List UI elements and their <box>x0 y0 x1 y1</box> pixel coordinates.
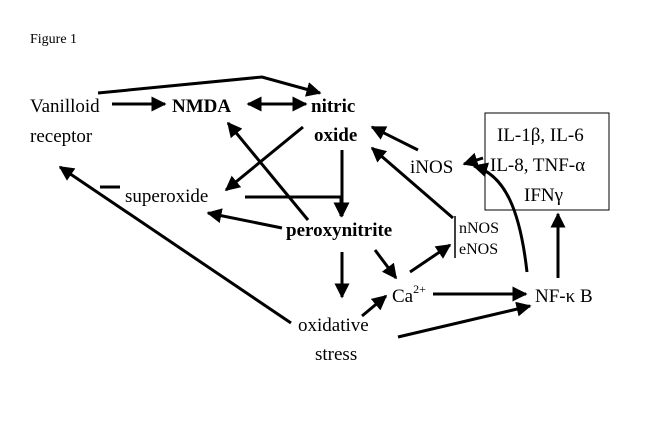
calcium-superscript: 2+ <box>413 282 426 296</box>
node-vanilloid-line2: receptor <box>30 126 93 147</box>
edge-cytokines-to-inos <box>462 152 484 168</box>
node-nmda: NMDA <box>172 96 231 117</box>
cytokine-box <box>484 112 610 211</box>
node-superoxide: superoxide <box>125 186 208 207</box>
edge-peroxynitrite-to-superoxide <box>206 208 283 230</box>
node-cytokine-line3: IFNγ <box>524 185 563 206</box>
edge-oxidative-stress-to-calcium <box>361 294 388 318</box>
calcium-base: Ca <box>392 286 414 307</box>
node-nfkb: NF-κ B <box>535 286 593 307</box>
edge-peroxynitrite-to-calcium <box>373 249 398 280</box>
node-oxidative-line2: stress <box>315 344 357 365</box>
edge-calcium-to-nnos-enos <box>409 243 452 274</box>
node-nitric-line1: nitric <box>311 96 355 117</box>
node-cytokine-line2: IL-8, TNF-α <box>490 155 585 176</box>
edge-nnos-enos-to-nitric-oxide <box>370 146 454 220</box>
node-peroxynitrite: peroxynitrite <box>286 220 392 241</box>
node-nitric-line2: oxide <box>314 125 357 146</box>
node-calcium: Ca2+ <box>392 282 426 307</box>
edge-nitric-oxide-to-superoxide <box>224 125 304 192</box>
edge-nfkb-to-inos <box>472 162 529 273</box>
figure-label: Figure 1 <box>30 32 77 47</box>
edge-oxidative-stress-to-nfkb <box>397 301 532 339</box>
edge-vanilloid-to-nitric-oxide <box>97 75 322 97</box>
node-oxidative-line1: oxidative <box>298 315 369 336</box>
edge-superoxide-to-peroxynitrite <box>245 195 349 218</box>
node-vanilloid-line1: Vanilloid <box>30 96 100 117</box>
edge-oxidative-stress-to-vanilloid <box>58 165 292 325</box>
node-enos: eNOS <box>459 241 498 258</box>
node-nnos: nNOS <box>459 220 499 237</box>
edge-peroxynitrite-to-nmda <box>226 121 310 221</box>
edge-inos-to-nitric-oxide <box>370 125 419 152</box>
node-inos: iNOS <box>410 157 453 178</box>
node-cytokine-line1: IL-1β, IL-6 <box>497 125 584 146</box>
